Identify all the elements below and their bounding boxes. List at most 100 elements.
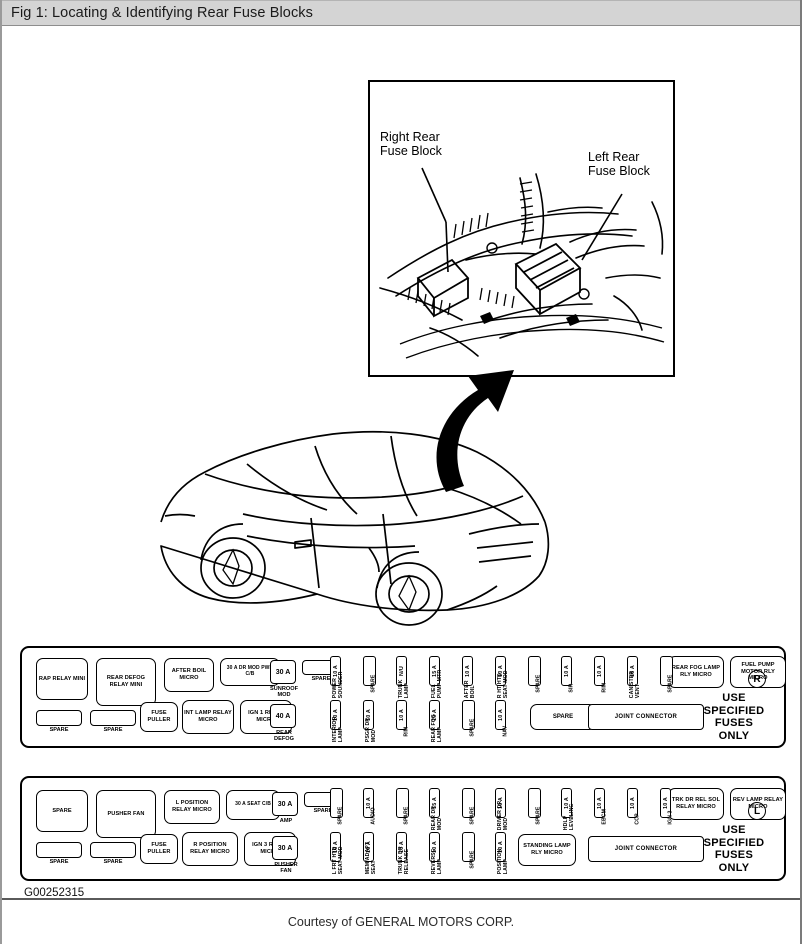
joint-connector[interactable]: JOINT CONNECTOR	[588, 704, 704, 730]
fuse-amp[interactable]: 30 A	[272, 792, 298, 816]
fuse-top-2[interactable]	[363, 656, 376, 686]
fuse-top-5[interactable]: 10 A	[462, 656, 473, 686]
fuse-top-7[interactable]	[528, 656, 541, 686]
fuse-bottom-5-label: SPARE	[469, 718, 476, 737]
fuse-bottom-1[interactable]: 10 A	[330, 832, 341, 862]
relay-pusher-fan[interactable]: PUSHER FAN	[96, 790, 156, 838]
spare-slot-3[interactable]	[36, 842, 82, 858]
spare-slot-2[interactable]	[90, 710, 136, 726]
fuse-top-3-label: SPARE	[403, 806, 410, 825]
fuse-bottom-2[interactable]: 10 A	[363, 700, 374, 730]
fuse-top-3-label: TRUNK LAMP	[397, 679, 410, 699]
spare-large[interactable]: SPARE	[530, 704, 596, 730]
fuse-top-3[interactable]: N/U	[396, 656, 407, 686]
callout-leader-lines	[421, 167, 623, 273]
relay-trk-dr-rel-sol[interactable]: TRK DR REL SOL RELAY MICRO	[668, 788, 724, 820]
fuse-top-3[interactable]	[396, 788, 409, 818]
fuse-top-6[interactable]: 10 A	[495, 788, 506, 818]
fuse-bottom-6[interactable]: 10 A	[495, 700, 506, 730]
relay-rap[interactable]: RAP RELAY MINI	[36, 658, 88, 700]
fuse-puller[interactable]: FUSE PULLER	[140, 702, 178, 732]
relay-standing-lamp[interactable]: STANDING LAMP RLY MICRO	[518, 834, 576, 866]
fuse-top-2[interactable]: 10 A	[363, 788, 374, 818]
fuse-top-1[interactable]	[330, 788, 343, 818]
fuse-bottom-2-label: MEM/ADAPT SEAT	[364, 841, 377, 875]
right-rear-fuse-block[interactable]: RAP RELAY MINI REAR DEFOG RELAY MINI AFT…	[20, 646, 786, 748]
relay-spare-left[interactable]: SPARE	[36, 790, 88, 832]
fuse-top-1[interactable]: 10 A	[330, 656, 341, 686]
joint-connector-left[interactable]: JOINT CONNECTOR	[588, 836, 704, 862]
fuse-bottom-3[interactable]: 10 A	[396, 700, 407, 730]
fuse-top-6[interactable]: 10 A	[495, 656, 506, 686]
fuse-top-11[interactable]	[660, 656, 673, 686]
figure-body: Right Rear Fuse Block Left Rear Fuse Blo…	[2, 26, 800, 899]
vehicle-illustration	[160, 430, 550, 626]
fuse-bottom-2[interactable]: 10 A	[363, 832, 374, 862]
fuse-sunroof-mod-label: SUNROOF MOD	[270, 686, 298, 699]
fuse-bottom-4[interactable]: 10 A	[429, 700, 440, 730]
fuse-bottom-3[interactable]: 10 A	[396, 832, 407, 862]
figure-id: G00252315	[24, 887, 85, 899]
fuse-bottom-6-label: POSITION LAMP	[496, 848, 509, 875]
fuse-top-11[interactable]: 10 A	[660, 788, 671, 818]
fuse-top-4[interactable]: 15 A	[429, 656, 440, 686]
fuse-top-8-label: SIR	[568, 683, 575, 693]
callout-right-rear-fuse-block: Right Rear Fuse Block	[380, 130, 442, 158]
spare-wide-top-left-label: SPARE	[313, 808, 333, 814]
fuse-top-9[interactable]: 10 A	[594, 656, 605, 686]
fuse-top-8[interactable]: 10 A	[561, 788, 572, 818]
relay-rear-defog[interactable]: REAR DEFOG RELAY MINI	[96, 658, 156, 706]
relay-l-position[interactable]: L POSITION RELAY MICRO	[164, 790, 220, 824]
side-mark-left: L	[748, 802, 766, 820]
fuse-top-8-label: HDLP LEVELING	[562, 803, 575, 831]
spare-slot-2-label: SPARE	[103, 727, 123, 733]
fuse-pusher-fan[interactable]: 30 A	[272, 836, 298, 860]
spare-slot-4[interactable]	[90, 842, 136, 858]
left-rear-fuse-block[interactable]: SPARE PUSHER FAN L POSITION RELAY MICRO …	[20, 776, 786, 881]
spare-slot-1[interactable]	[36, 710, 82, 726]
fuse-bottom-3-label: TRUNK DR RELEASE	[397, 846, 410, 875]
fuse-top-7-label: SPARE	[535, 674, 542, 693]
fuse-bottom-5[interactable]	[462, 832, 475, 862]
fuse-top-7[interactable]	[528, 788, 541, 818]
fuse-top-9-amp: 10 A	[596, 665, 603, 677]
fuse-top-1-label: POWER SOUNDER	[331, 671, 344, 699]
fuse-top-11-label: IGN 3	[667, 810, 674, 825]
fuse-bottom-5[interactable]	[462, 700, 475, 730]
fuse-rear-defog[interactable]: 40 A	[270, 704, 296, 728]
fuse-top-4[interactable]: 15 A	[429, 788, 440, 818]
spare-wide-top-label: SPARE	[311, 676, 331, 682]
fuse-top-5-label: SPARE	[469, 806, 476, 825]
spare-slot-1-label: SPARE	[49, 727, 69, 733]
rear-compartment-linework	[379, 173, 665, 359]
page-title: Fig 1: Locating & Identifying Rear Fuse …	[11, 5, 313, 21]
pointer-arrow	[436, 370, 514, 492]
fuse-top-10-label: CANISTER VENT	[628, 670, 641, 699]
fuse-top-10[interactable]: 10 A	[627, 788, 638, 818]
fuse-bottom-4-label: REAR FOG LAMP	[430, 714, 443, 743]
relay-after-boil[interactable]: AFTER BOIL MICRO	[164, 658, 214, 692]
fuse-top-5[interactable]	[462, 788, 475, 818]
fuse-amp-label: AMP	[279, 818, 293, 824]
fuse-bottom-3-label: RIM	[403, 726, 410, 737]
fuse-top-10[interactable]: 10 A	[627, 656, 638, 686]
fuse-sunroof-mod[interactable]: 30 A	[270, 660, 296, 684]
fuse-top-9[interactable]: 10 A	[594, 788, 605, 818]
fuse-bottom-6[interactable]: 10 A	[495, 832, 506, 862]
fuse-top-6-label: R HT HTD SEAT MOD	[496, 670, 509, 699]
relay-r-position[interactable]: R POSITION RELAY MICRO	[182, 832, 238, 866]
fuse-bottom-4[interactable]: 10 A	[429, 832, 440, 862]
fuse-top-8[interactable]: 10 A	[561, 656, 572, 686]
relay-rear-fog-lamp[interactable]: REAR FOG LAMP RLY MICRO	[668, 656, 724, 688]
fuse-top-11-label: SPARE	[667, 674, 674, 693]
side-mark-right: R	[748, 670, 766, 688]
fuse-puller-left[interactable]: FUSE PULLER	[140, 834, 178, 864]
fuse-top-5-amp: 10 A	[464, 665, 471, 677]
fuse-bottom-5-label: SPARE	[469, 850, 476, 869]
fuse-top-3-amp: N/U	[398, 666, 405, 676]
fuse-top-4-label: FUEL PUMP MTR	[430, 669, 443, 699]
fuse-top-9-amp: 10 A	[596, 797, 603, 809]
relay-int-lamp[interactable]: INT LAMP RELAY MICRO	[182, 700, 234, 734]
fuse-bottom-1[interactable]: 10 A	[330, 700, 341, 730]
